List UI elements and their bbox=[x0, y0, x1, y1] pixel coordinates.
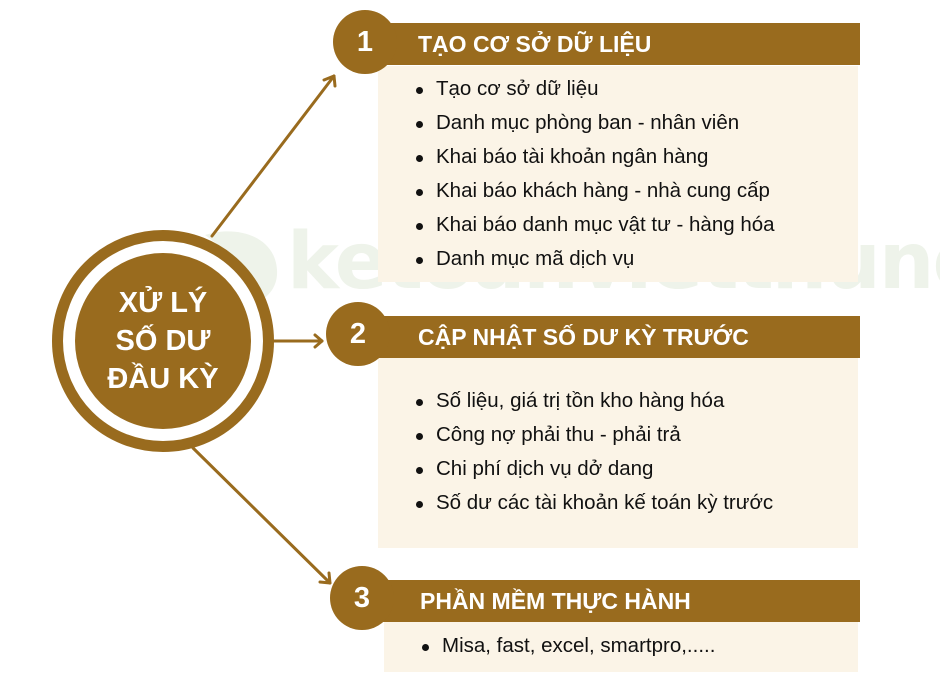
section-3-panel bbox=[384, 620, 858, 672]
section-3-list: Misa, fast, excel, smartpro,..... bbox=[418, 629, 715, 663]
list-item: Danh mục mã dịch vụ bbox=[412, 242, 775, 276]
section-2-header: CẬP NHẬT SỐ DƯ KỲ TRƯỚC bbox=[360, 316, 860, 358]
list-item: Misa, fast, excel, smartpro,..... bbox=[418, 629, 715, 663]
list-item: Khai báo tài khoản ngân hàng bbox=[412, 140, 775, 174]
list-item: Chi phí dịch vụ dở dang bbox=[412, 452, 773, 486]
section-3-title: PHẦN MỀM THỰC HÀNH bbox=[420, 588, 691, 614]
list-item: Danh mục phòng ban - nhân viên bbox=[412, 106, 775, 140]
center-title: XỬ LÝ SỐ DƯ ĐẦU KỲ bbox=[88, 284, 238, 398]
section-2-list: Số liệu, giá trị tồn kho hàng hóa Công n… bbox=[412, 384, 773, 520]
center-title-line: ĐẦU KỲ bbox=[107, 363, 219, 395]
section-2-panel bbox=[378, 358, 858, 548]
section-3-number: 3 bbox=[330, 566, 394, 630]
list-item: Số liệu, giá trị tồn kho hàng hóa bbox=[412, 384, 773, 418]
list-item: Số dư các tài khoản kế toán kỳ trước bbox=[412, 486, 773, 520]
section-1-panel bbox=[378, 66, 858, 282]
section-3-header: PHẦN MỀM THỰC HÀNH bbox=[362, 580, 860, 622]
center-node-fill: XỬ LÝ SỐ DƯ ĐẦU KỲ bbox=[75, 253, 251, 429]
section-1-list: Tạo cơ sở dữ liệu Danh mục phòng ban - n… bbox=[412, 72, 775, 276]
center-title-line: SỐ DƯ bbox=[115, 325, 211, 357]
list-item: Công nợ phải thu - phải trả bbox=[412, 418, 773, 452]
list-item: Tạo cơ sở dữ liệu bbox=[412, 72, 775, 106]
list-item: Khai báo danh mục vật tư - hàng hóa bbox=[412, 208, 775, 242]
center-title-line: XỬ LÝ bbox=[118, 287, 208, 319]
center-node: XỬ LÝ SỐ DƯ ĐẦU KỲ bbox=[52, 230, 274, 452]
list-item: Khai báo khách hàng - nhà cung cấp bbox=[412, 174, 775, 208]
section-2-title: CẬP NHẬT SỐ DƯ KỲ TRƯỚC bbox=[418, 324, 749, 350]
section-1-header: TẠO CƠ SỞ DỮ LIỆU bbox=[360, 23, 860, 65]
section-1-title: TẠO CƠ SỞ DỮ LIỆU bbox=[418, 31, 652, 57]
section-1-number: 1 bbox=[333, 10, 397, 74]
section-2-number: 2 bbox=[326, 302, 390, 366]
